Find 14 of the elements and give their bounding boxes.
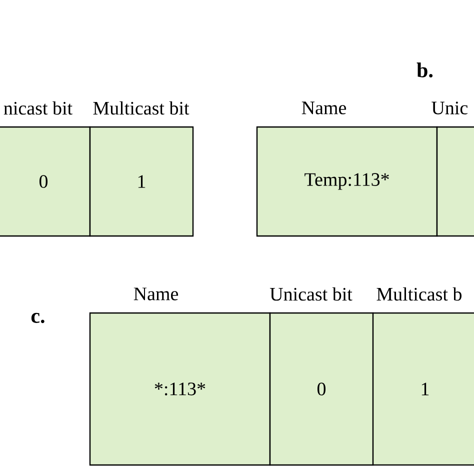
field-cell: 0 [269,312,374,466]
field-heading: Unic [432,102,468,114]
field-cell: 1 [89,126,194,237]
field-cell: 0 [0,126,91,237]
field-cell: 1 [372,312,474,466]
panel-letter: b. [416,62,433,78]
panel-letter: c. [31,312,44,324]
field-heading: Multicast b [376,287,462,301]
field-cell: *:113* [89,312,271,466]
field-heading: Unicast bit [270,287,352,301]
field-heading: nicast bit [4,101,72,115]
field-heading: Name [134,288,178,300]
field-heading: Name [302,102,346,114]
field-heading: Multicast bit [93,101,190,115]
